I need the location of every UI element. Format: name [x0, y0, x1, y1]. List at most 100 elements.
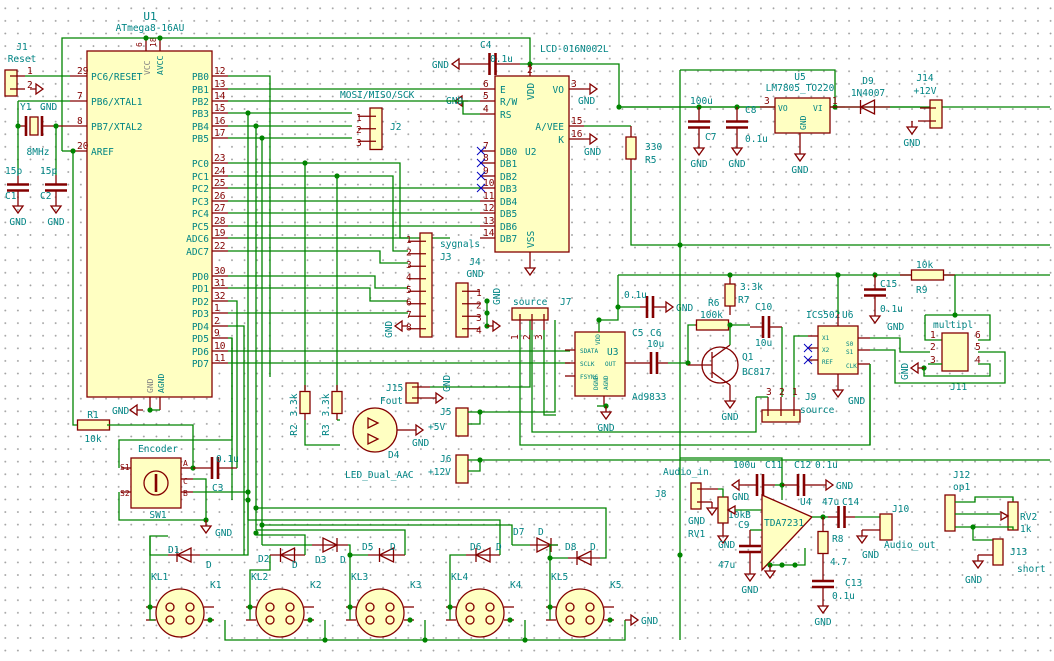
- wire: [870, 349, 1006, 384]
- gnd-label: GND: [836, 481, 853, 492]
- pin-number: 7: [77, 91, 83, 102]
- label-diodes-2-value: D: [340, 555, 346, 566]
- pin-name: PB3: [192, 109, 209, 120]
- label-sw1-value: Encoder: [138, 444, 178, 455]
- d9-diode: [859, 98, 876, 116]
- label-diodes-6-value: D: [590, 542, 596, 553]
- label-sw1-pins-3: S1: [120, 463, 130, 472]
- label-c11-value: 100u: [733, 460, 756, 471]
- label-r7-value: 3.3k: [740, 282, 763, 293]
- wire: [228, 300, 238, 460]
- pin-number: 29: [77, 66, 89, 77]
- wire: [248, 519, 501, 555]
- wire: [924, 315, 942, 341]
- pin-number: 3: [406, 260, 412, 271]
- ground-icon: [625, 613, 640, 627]
- pin-name: PC6/RESET: [91, 72, 143, 83]
- pin-name: PC5: [192, 222, 209, 233]
- label-keys-4-ref: K5: [610, 580, 621, 591]
- label-r9-ref: R9: [916, 285, 928, 296]
- pin-name: DB1: [500, 159, 517, 170]
- wire: [925, 314, 991, 341]
- gnd-label: GND: [676, 303, 693, 314]
- led-icon: [367, 416, 380, 430]
- junction-dot: [677, 242, 683, 248]
- junction-dot: [322, 637, 328, 643]
- label-j1-ref: J1: [16, 42, 28, 53]
- pin-number: 31: [214, 278, 226, 289]
- pin-number: 24: [214, 166, 226, 177]
- pin-name: PD7: [192, 359, 209, 370]
- ground-icon: [487, 319, 502, 333]
- pin-name: A/VEE: [535, 122, 564, 133]
- wire: [543, 330, 556, 416]
- wire: [972, 527, 993, 541]
- gnd-label: GND: [791, 165, 808, 176]
- label-u4-ref: U4: [800, 497, 812, 508]
- label-j2-pins-0: 1: [356, 113, 362, 124]
- socket-pin-icon: [265, 602, 275, 612]
- label-c1-value: 15p: [5, 166, 22, 177]
- j4-connector: [455, 282, 469, 338]
- label-diodes-2-ref: D3: [315, 555, 326, 566]
- j7-connector: [511, 307, 549, 321]
- label-keys-4-value: KL5: [551, 572, 568, 583]
- j13-connector: [992, 538, 1004, 566]
- pin-name: PC2: [192, 184, 209, 195]
- label-d9-value: 1N4007: [851, 88, 885, 99]
- label-j5-ref: J5: [440, 407, 451, 418]
- label-u6-pins-1: X2: [822, 347, 830, 354]
- wire: [61, 37, 531, 151]
- pin-name: E: [500, 85, 506, 96]
- gnd-label: GND: [965, 575, 982, 586]
- gnd-label: GND: [814, 617, 831, 628]
- gnd-label: GND: [442, 375, 453, 392]
- label-u2-ref: U2: [525, 147, 536, 158]
- wire: [228, 250, 408, 264]
- label-c15-ref: C15: [880, 279, 897, 290]
- pin-number: 6: [406, 298, 412, 309]
- pin-number: 17: [214, 128, 225, 139]
- label-diodes-1-value: D: [292, 560, 298, 571]
- wire: [468, 459, 481, 472]
- ground-icon: [584, 132, 599, 146]
- pin-number: 32: [214, 291, 225, 302]
- label-j11-pins-3: 4: [975, 355, 981, 366]
- ground-icon: [692, 142, 706, 157]
- pin-number: 26: [214, 191, 226, 202]
- label-diodes-3-ref: D5: [362, 542, 373, 553]
- label-q1-value: BC817: [742, 367, 771, 378]
- label-u2-vdd: VDD: [526, 83, 537, 100]
- wire: [228, 287, 408, 302]
- ground-icon: [410, 423, 425, 437]
- wire: [480, 320, 556, 413]
- j5-connector: [455, 407, 469, 437]
- junction-dot: [484, 310, 490, 316]
- gnd-label: GND: [492, 288, 503, 305]
- label-c2-value: 15p: [40, 166, 57, 177]
- no-connect-icon: [476, 171, 486, 181]
- junction-dot: [779, 562, 785, 568]
- label-c7-ref: C7: [705, 132, 716, 143]
- pin-number: 9: [214, 328, 220, 339]
- label-c5-ref: C5: [632, 328, 643, 339]
- wire: [249, 555, 271, 607]
- wire: [72, 151, 80, 426]
- wire: [955, 496, 1014, 503]
- pin-name: PD1: [192, 284, 209, 295]
- socket-pin-icon: [185, 615, 195, 625]
- wire: [870, 337, 930, 353]
- wire: [923, 363, 991, 377]
- label-r3-ref: R3: [321, 424, 332, 435]
- label-c14-value: 47u: [822, 497, 839, 508]
- junction-dot: [245, 489, 251, 495]
- label-u5-vi: VI: [813, 104, 823, 113]
- wire: [430, 320, 531, 388]
- label-r1-ref: R1: [87, 410, 99, 421]
- label-c14-ref: C14: [842, 497, 859, 508]
- label-j14-value: +12V: [914, 86, 937, 97]
- label-j1-pins-1: 2: [27, 80, 33, 91]
- label-j7-ref: J7: [560, 297, 571, 308]
- r5-resistor: [625, 136, 637, 160]
